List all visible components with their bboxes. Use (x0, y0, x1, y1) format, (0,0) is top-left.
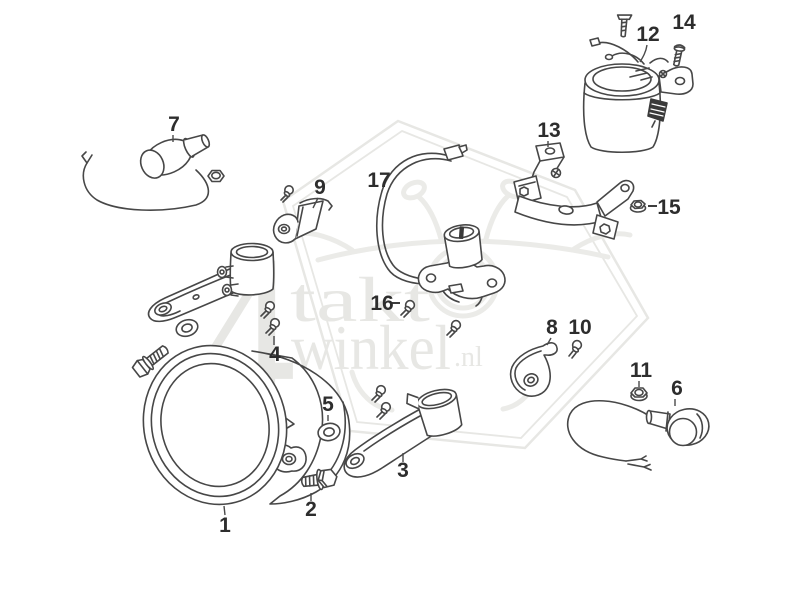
part-label-15: 15 (657, 196, 681, 219)
part-label-5: 5 (322, 393, 334, 416)
washer-icon (175, 318, 199, 338)
guide-bracket-icon (509, 342, 558, 397)
part-label-8: 8 (546, 316, 558, 339)
hex-flange-bolt-icon (300, 468, 338, 491)
screw-icon (400, 299, 416, 318)
watermark-domain-suffix: .nl (454, 342, 483, 373)
headlight-bracket-arm-left-icon (147, 242, 275, 338)
part-labels: 1 2 3 4 5 6 7 8 9 10 11 12 13 14 15 16 1… (168, 11, 696, 537)
part-label-7: 7 (168, 113, 180, 136)
nut-icon (630, 387, 648, 402)
part-label-1: 1 (219, 514, 231, 537)
screw-icon (446, 319, 462, 338)
pilot-light-right-icon (566, 400, 710, 471)
part-label-10: 10 (568, 316, 591, 339)
screw-icon (616, 14, 633, 38)
part-label-11: 11 (630, 359, 653, 382)
leader-lines (172, 44, 676, 516)
part-label-2: 2 (305, 498, 317, 521)
part-label-12: 12 (636, 23, 659, 46)
screw-icon (672, 44, 686, 67)
hex-nut-icon (207, 169, 225, 183)
nut-icon (629, 199, 647, 213)
headlight-unit-icon (142, 344, 351, 506)
part-label-13: 13 (537, 119, 560, 142)
clip-bracket-icon (272, 185, 333, 244)
part-label-9: 9 (314, 176, 326, 199)
part-label-6: 6 (671, 377, 683, 400)
hexagon-logo-inner-outline (291, 129, 639, 439)
hex-bolt-icon (131, 345, 169, 378)
speedometer-bracket-icon (513, 142, 635, 240)
part-label-3: 3 (397, 459, 409, 482)
part-label-4: 4 (269, 343, 281, 366)
mounting-screws-icon (260, 300, 281, 336)
headlight-bracket-arm-right-icon (343, 384, 463, 478)
part-label-16: 16 (370, 292, 393, 315)
part-label-14: 14 (672, 11, 696, 34)
part-label-17: 17 (367, 169, 390, 192)
ignition-switch-icon (375, 144, 506, 307)
watermark-word-bottom: winkel (291, 312, 451, 383)
pilot-light-left-icon (81, 134, 225, 211)
washer-icon (317, 422, 341, 442)
speedometer-icon (582, 37, 694, 153)
screw-icon (568, 339, 583, 359)
